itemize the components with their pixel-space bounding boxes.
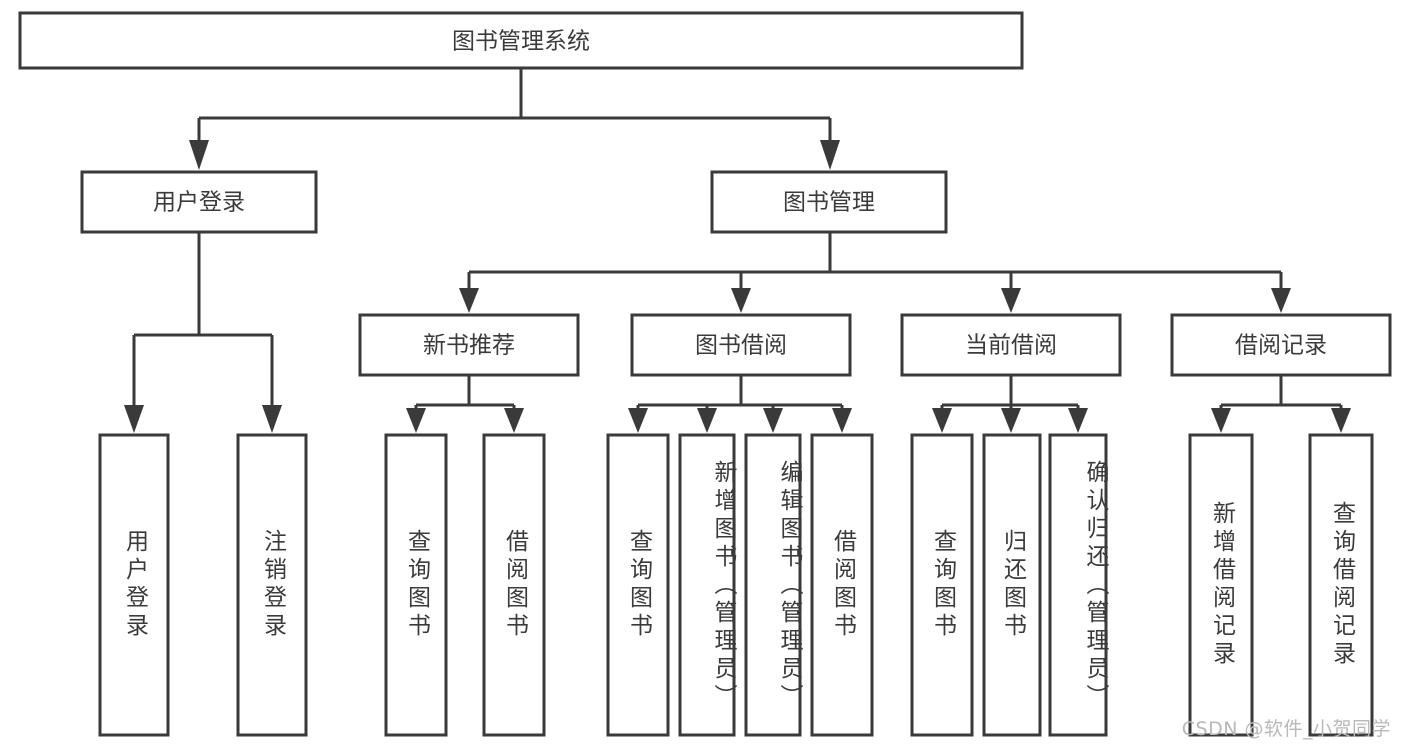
node-book-manage-label: 图书管理 [783, 190, 875, 216]
arrowhead-leaf-borrow-book-1 [504, 408, 524, 433]
arrowhead-book-borrow [731, 288, 751, 313]
arrowhead-leaf-query-book-1 [406, 408, 426, 433]
arrowhead-leaf-add-record [1211, 408, 1231, 433]
arrowhead-leaf-edit-book [763, 408, 783, 433]
arrowhead-book-manage [820, 140, 840, 170]
node-leaf-add-book-rect[interactable] [678, 433, 736, 737]
arrowhead-new-book-rec [459, 288, 479, 313]
node-new-book-rec[interactable]: 新书推荐 [358, 313, 580, 377]
node-book-manage[interactable]: 图书管理 [710, 170, 948, 234]
node-leaf-user-login-rect[interactable] [98, 433, 170, 737]
node-leaf-query-book-3-rect[interactable] [910, 433, 974, 737]
node-book-borrow[interactable]: 图书借阅 [630, 313, 852, 377]
node-root[interactable]: 图书管理系统 [18, 11, 1024, 70]
node-leaf-query-book-2-rect[interactable] [606, 433, 670, 737]
node-leaf-confirm-return-rect[interactable] [1048, 433, 1108, 737]
connector-layer [124, 68, 1351, 433]
arrowhead-leaf-borrow-book-2 [832, 408, 852, 433]
node-new-book-rec-rect[interactable] [358, 313, 580, 377]
node-user-login[interactable]: 用户登录 [80, 170, 318, 234]
arrowhead-leaf-confirm-return [1068, 408, 1088, 433]
node-book-manage-rect[interactable] [710, 170, 948, 234]
arrowhead-leaf-logout [262, 405, 282, 433]
node-leaf-add-record-rect[interactable] [1188, 433, 1254, 737]
node-current-borrow-label: 当前借阅 [965, 333, 1057, 359]
node-leaf-borrow-book-2-rect[interactable] [810, 433, 874, 737]
arrowhead-leaf-user-login [124, 405, 144, 433]
node-user-login-label: 用户登录 [153, 190, 245, 216]
node-leaf-return-book-rect[interactable] [982, 433, 1042, 737]
node-leaf-edit-book-rect[interactable] [744, 433, 802, 737]
node-current-borrow-rect[interactable] [900, 313, 1122, 377]
arrowhead-leaf-return-book [1001, 408, 1021, 433]
arrowhead-leaf-add-book [697, 408, 717, 433]
arrowhead-user-login [189, 140, 209, 170]
node-new-book-rec-label: 新书推荐 [423, 333, 515, 359]
arrowhead-current-borrow [1001, 288, 1021, 313]
node-borrow-record-rect[interactable] [1170, 313, 1392, 377]
node-current-borrow[interactable]: 当前借阅 [900, 313, 1122, 377]
node-leaf-query-record-rect[interactable] [1308, 433, 1374, 737]
node-borrow-record-label: 借阅记录 [1235, 333, 1327, 359]
node-leaf-logout-rect[interactable] [236, 433, 308, 737]
node-leaf-query-book-1-rect[interactable] [384, 433, 448, 737]
node-book-borrow-rect[interactable] [630, 313, 852, 377]
node-leaf-borrow-book-1-rect[interactable] [482, 433, 546, 737]
node-borrow-record[interactable]: 借阅记录 [1170, 313, 1392, 377]
csdn-watermark: CSDN @软件_小贺同学 [1181, 718, 1391, 740]
node-root-rect[interactable] [18, 11, 1024, 70]
arrowhead-leaf-query-book-2 [628, 408, 648, 433]
arrowhead-borrow-record [1271, 288, 1291, 313]
arrowhead-leaf-query-record [1331, 408, 1351, 433]
node-user-login-rect[interactable] [80, 170, 318, 234]
node-book-borrow-label: 图书借阅 [695, 333, 787, 359]
node-layer: 图书管理系统 用户登录 图书管理 新书推荐 图书借阅 当前 [18, 11, 1392, 737]
arrowhead-leaf-query-book-3 [932, 408, 952, 433]
node-root-label: 图书管理系统 [452, 29, 590, 55]
